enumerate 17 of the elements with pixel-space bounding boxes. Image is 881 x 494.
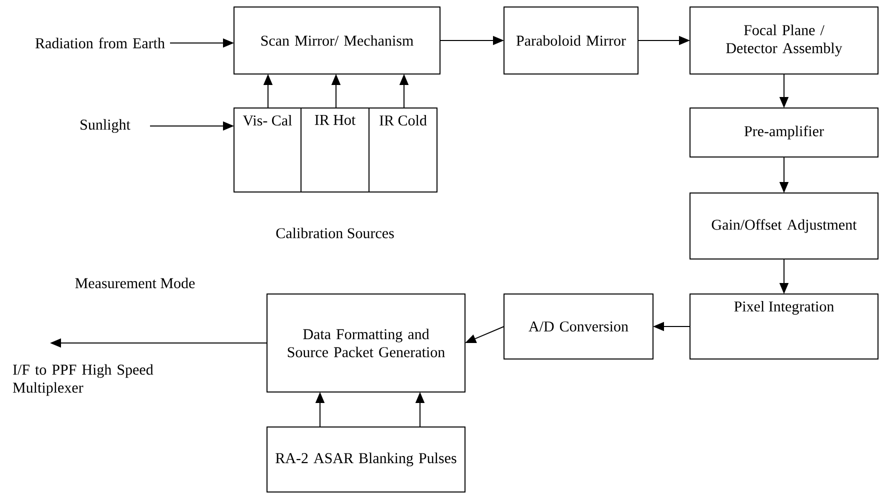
process-box: Paraboloid Mirror (504, 6, 638, 74)
caption: Calibration Sources (276, 228, 394, 238)
process-box: RA-2 ASAR Blanking Pulses (266, 426, 466, 492)
output-label: I/F to PPF High Speed Multiplexer (12, 364, 154, 396)
process-box: Pixel Integration (690, 294, 878, 360)
input-label: Radiation from Earth (35, 38, 165, 48)
input-label: Sunlight (80, 119, 130, 133)
process-box: IR Hot (300, 108, 370, 192)
mode-label: Measurement Mode (75, 278, 195, 288)
process-box: Focal Plane / Detector Assembly (690, 6, 878, 74)
process-box: IR Cold (368, 108, 438, 192)
process-box: A/D Conversion (504, 294, 654, 360)
process-box: Data Formatting and Source Packet Generation (266, 294, 466, 392)
process-box: Pre-amplifier (690, 108, 878, 158)
process-box: Vis- Cal (234, 108, 302, 192)
process-box: Scan Mirror/ Mechanism (234, 6, 440, 74)
process-box: Gain/Offset Adjustment (690, 192, 878, 260)
